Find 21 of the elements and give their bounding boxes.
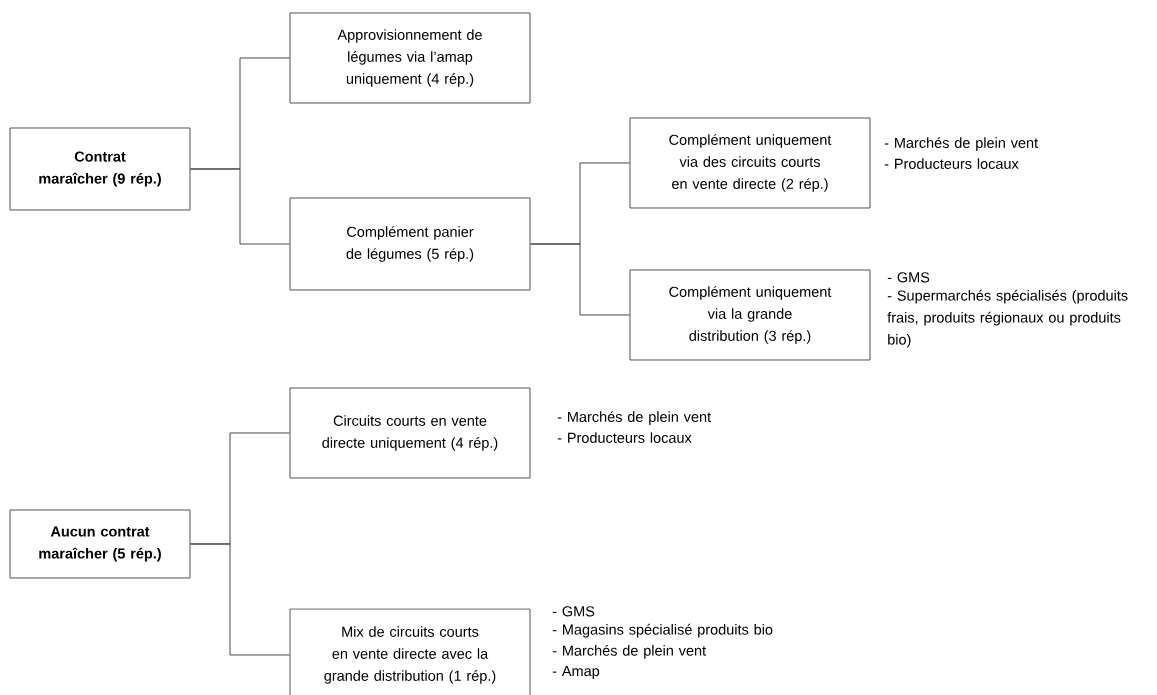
list-item: - Producteurs locaux — [884, 158, 1019, 169]
list-item: - Amap — [552, 666, 600, 679]
list-item: - Producteurs locaux — [557, 432, 692, 443]
list-item: - Marchés de plein vent — [884, 137, 1038, 151]
category-box: Complément uniquement via des circuits courts en vente directe (2 rép.) — [629, 117, 871, 209]
list-item: - GMS — [552, 606, 595, 617]
connector — [190, 168, 290, 245]
list-item: - GMS — [887, 272, 930, 283]
category-box: Circuits courts en vente directe uniquement (4 rép.) — [289, 387, 531, 479]
category-box: Complément panier de légumes (5 rép.) — [289, 197, 531, 291]
list-item: - Marchés de plein vent — [557, 411, 711, 425]
list-item: - Marchés de plein vent — [552, 644, 706, 659]
root-box: Aucun contrat maraîcher (5 rép.) — [9, 509, 191, 579]
root-box: Contrat maraîcher (9 rép.) — [9, 127, 191, 211]
category-box: Complément uniquement via la grande distribution (3 rép.) — [629, 269, 871, 361]
list-item: - Magasins spécialisé produits bio — [552, 623, 773, 638]
connector — [530, 243, 630, 316]
list-item: - Supermarchés spécialisés (produits frais, produits régionaux ou produits bio) — [887, 289, 1128, 348]
category-box: Approvisionnement de légumes via l’amap uniquement (4 rép.) — [289, 12, 531, 104]
category-box: Mix de circuits courts en vente directe avec la grande distribution (1 rép.) — [289, 608, 531, 695]
connector — [190, 543, 290, 656]
